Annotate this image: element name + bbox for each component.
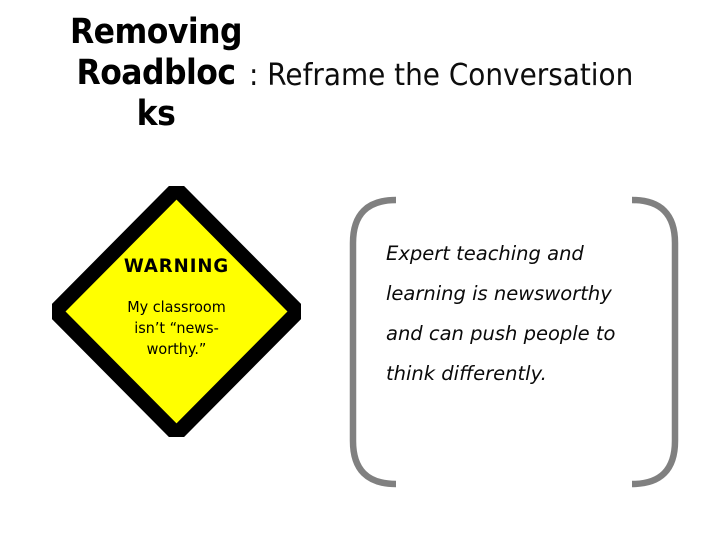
left-bracket-icon [349,196,397,488]
warning-body-line: isn’t “news- [134,319,219,337]
warning-body: My classroom isn’t “news- worthy.” [78,297,275,360]
warning-sign-text: WARNING My classroom isn’t “news- worthy… [52,186,301,437]
warning-diamond-shape [52,186,301,437]
bracket-frame-icon [349,196,679,488]
warning-heading: WARNING [123,255,230,277]
warning-body-line: My classroom [127,298,226,316]
bracket-callout: Expert teaching and learning is newswort… [338,196,690,488]
callout-text: Expert teaching and learning is newswort… [386,234,658,394]
callout-text-line: think differently. [386,362,547,385]
slide-title-block: Removing Roadblocks : Reframe the Conver… [0,8,720,158]
warning-body-line: worthy.” [146,340,207,358]
right-bracket-icon [631,196,679,488]
callout-text-line: and can push people to [386,322,616,345]
callout-text-line: learning is newsworthy [386,282,612,305]
callout-text-line: Expert teaching and [386,242,584,265]
page-subtitle: : Reframe the Conversation [249,58,634,93]
page-title: Removing Roadblocks [69,12,243,134]
warning-sign: WARNING My classroom isn’t “news- worthy… [52,186,301,437]
